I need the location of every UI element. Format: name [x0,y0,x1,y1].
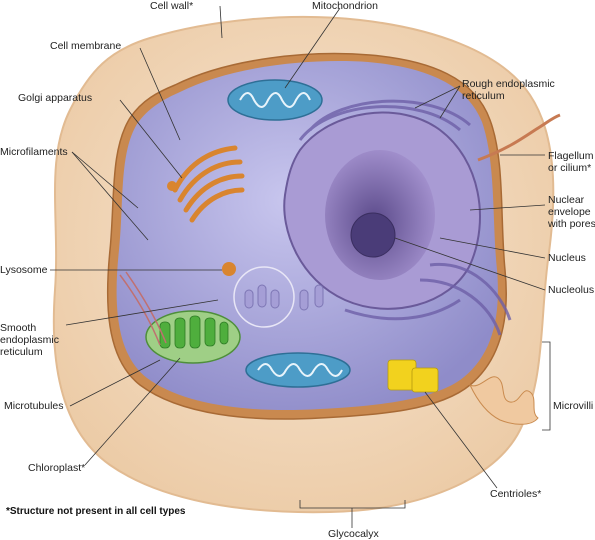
lysosome [222,262,236,276]
label-centrioles: Centrioles* [490,488,542,500]
rough-er [298,99,512,336]
smooth-er-highlight [233,266,295,328]
label-smooth-er-1: Smooth [0,322,37,334]
chloroplast [145,310,241,364]
label-cell-membrane: Cell membrane [50,40,122,52]
label-smooth-er-2: endoplasmic [0,334,59,346]
label-microfilaments: Microfilaments [0,146,68,158]
label-rough-er-1: Rough endoplasmic [462,78,555,90]
label-microvilli: Microvilli [553,400,594,412]
label-glycocalyx: Glycocalyx [328,528,379,540]
mitochondrion-top [227,79,323,121]
label-mitochondrion: Mitochondrion [312,0,378,12]
label-lysosome: Lysosome [0,264,48,276]
label-microtubules: Microtubules [4,400,64,412]
nucleolus [350,212,396,258]
label-nuclear-env-2: envelope [548,206,591,218]
microvilli [468,376,539,425]
label-golgi: Golgi apparatus [18,92,93,104]
label-chloroplast: Chloroplast* [28,462,86,474]
label-cell-wall: Cell wall* [150,0,194,12]
microtubules [119,271,167,346]
label-nuclear-env-1: Nuclear [548,194,585,206]
golgi-apparatus [172,145,245,223]
label-nuclear-env-3: with pores [548,218,595,230]
label-rough-er-2: reticulum [462,90,505,102]
mitochondrion-bottom [245,352,351,388]
label-nucleolus: Nucleolus [548,284,595,296]
label-smooth-er-3: reticulum [0,346,43,358]
label-flagellum-2: or cilium* [548,162,592,174]
footnote: *Structure not present in all cell types [6,506,186,517]
leader-lines [50,5,551,528]
label-nucleus: Nucleus [548,252,586,264]
flagellum [477,113,561,162]
label-flagellum-1: Flagellum [548,150,594,162]
